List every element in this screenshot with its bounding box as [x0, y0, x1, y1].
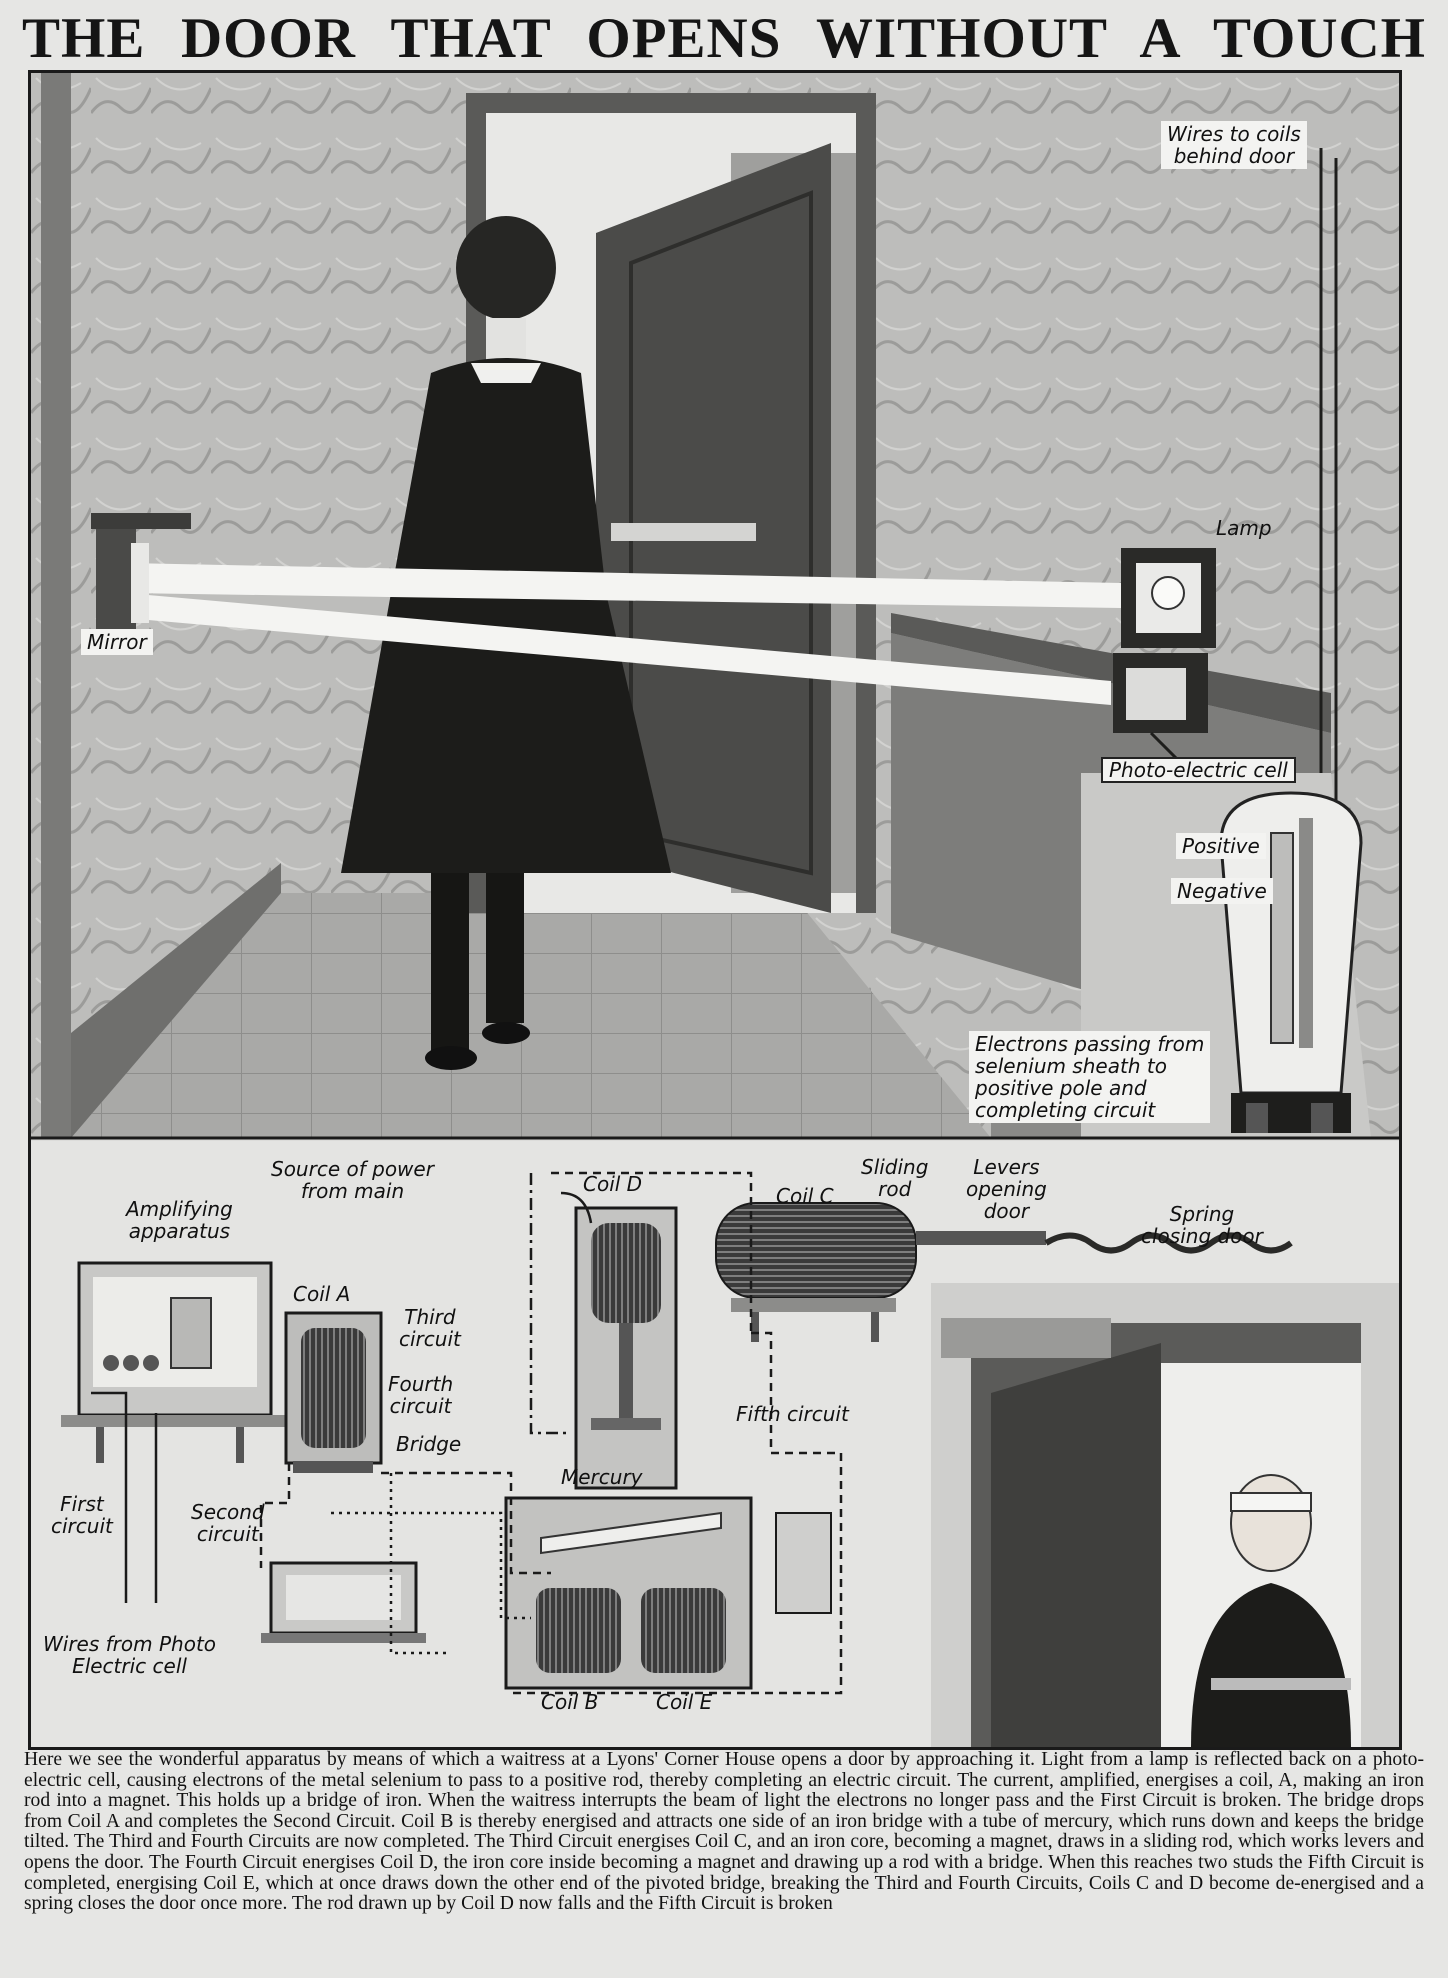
label-wires-from-photo: Wires from Photo Electric cell: [43, 1632, 217, 1678]
coil-a: [284, 1311, 383, 1473]
label-wires-to-coils: Wires to coils behind door: [1161, 121, 1307, 169]
label-first-circuit: First circuit: [51, 1492, 113, 1538]
waitress-portrait: [1191, 1474, 1351, 1747]
waitress-figure: [341, 216, 756, 1070]
label-third-circuit: Third circuit: [399, 1305, 461, 1351]
label-mercury: Mercury: [561, 1465, 643, 1489]
label-photo-electric-cell: Photo-electric cell: [1101, 757, 1296, 783]
second-circuit-relay: [261, 1561, 426, 1643]
label-second-circuit: Second circuit: [191, 1500, 265, 1546]
label-electrons: Electrons passing from selenium sheath t…: [969, 1031, 1211, 1123]
page-title: THE DOOR THAT OPENS WITHOUT A TOUCH: [22, 7, 1426, 70]
label-mirror: Mirror: [81, 629, 153, 655]
light-beams: [126, 563, 1121, 705]
label-sliding-rod: Sliding rod: [861, 1155, 929, 1201]
label-coil-b: Coil B: [541, 1690, 599, 1714]
illustration-plate: Wires to coils behind door Lamp Mirror P…: [28, 70, 1402, 1750]
illustration-drawing: [31, 73, 1399, 1747]
circuit-wiring: [91, 1171, 843, 1695]
coil-d: [574, 1206, 678, 1490]
coil-c: [715, 1202, 1046, 1342]
label-negative: Negative: [1171, 878, 1273, 904]
label-bridge: Bridge: [396, 1432, 462, 1456]
battery-box: [775, 1512, 832, 1614]
closing-spring: [1044, 1232, 1293, 1254]
label-source-of-power: Source of power from main: [271, 1157, 434, 1203]
label-coil-a: Coil A: [293, 1282, 351, 1306]
amplifying-apparatus: [61, 1261, 289, 1463]
label-spring: Spring closing door: [1141, 1202, 1263, 1248]
label-amplifying: Amplifying apparatus: [126, 1197, 233, 1243]
label-levers: Levers opening door: [966, 1155, 1047, 1223]
mercury-switch-board: [504, 1496, 753, 1690]
caption-text: Here we see the wonderful apparatus by m…: [24, 1749, 1424, 1915]
label-fourth-circuit: Fourth circuit: [388, 1372, 454, 1418]
label-lamp: Lamp: [1216, 516, 1272, 540]
label-positive: Positive: [1176, 833, 1266, 859]
lamp-box: [1113, 548, 1216, 733]
label-fifth-circuit: Fifth circuit: [736, 1402, 849, 1426]
label-coil-d: Coil D: [583, 1172, 643, 1196]
label-coil-c: Coil C: [776, 1184, 834, 1208]
label-coil-e: Coil E: [656, 1690, 713, 1714]
